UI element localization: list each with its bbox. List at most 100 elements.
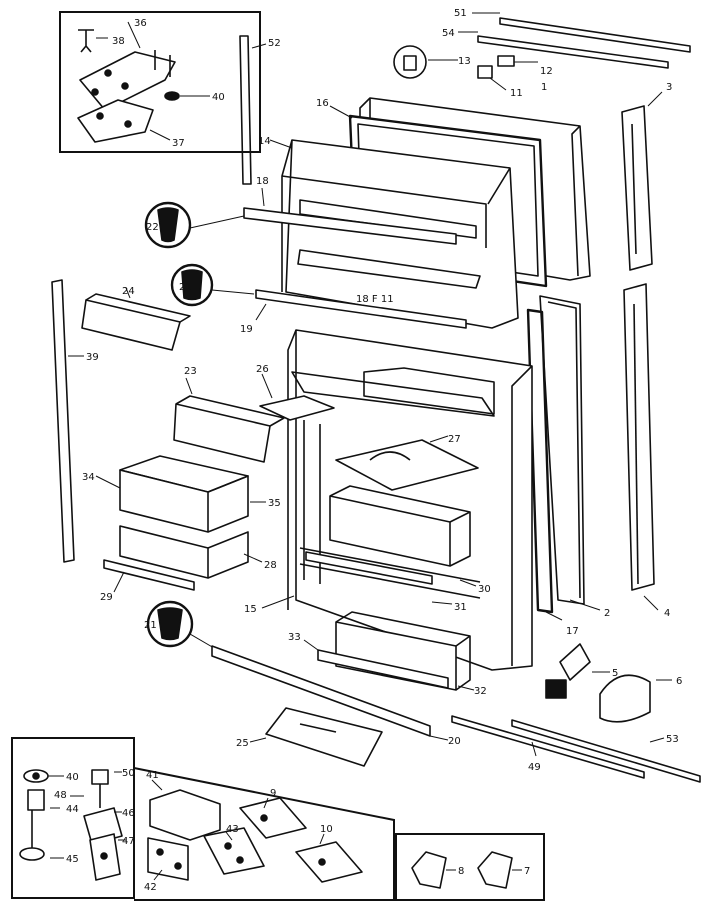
callout-39: 39 (86, 352, 99, 363)
callout-33: 33 (288, 632, 301, 643)
hinge-pin (154, 50, 171, 77)
hinge-plate-41 (149, 789, 221, 841)
callout-26: 26 (256, 364, 269, 375)
hinge-plate-42 (147, 837, 189, 881)
callout-17: 17 (566, 626, 579, 637)
handle-part-5 (545, 643, 610, 699)
gasket-strip-39 (51, 279, 84, 563)
hardware-inset-frame (11, 737, 135, 899)
shim-hole-b (124, 120, 132, 128)
callout-38: 38 (112, 36, 125, 47)
callout-53: 53 (666, 734, 679, 745)
callout-22: 22 (146, 222, 159, 233)
hinge-plate-9 (239, 797, 307, 839)
hinge-plate-10 (295, 841, 363, 883)
freezer-lower-rail (297, 249, 481, 289)
callout-18: 18 (256, 176, 269, 187)
trim-strip-54 (477, 35, 669, 69)
callout-12: 12 (540, 66, 553, 77)
callout-47: 47 (122, 836, 135, 847)
callout-49: 49 (528, 762, 541, 773)
callout-25: 25 (236, 738, 249, 749)
clips-inset (395, 833, 545, 901)
hinge-screw-38 (78, 29, 94, 53)
freezer-shelf-rail (299, 199, 477, 239)
callout-2: 2 (604, 608, 610, 619)
leader-11 (489, 77, 507, 91)
clips-frame (395, 833, 545, 901)
callout-labels: 1 2 3 4 5 6 7 8 9 10 11 12 13 14 15 16 1… (54, 8, 682, 893)
door-bin-30 (329, 485, 477, 587)
callout-41: 41 (146, 770, 159, 781)
callout-29: 29 (100, 592, 113, 603)
dairy-door-24 (81, 287, 191, 351)
callout-42: 42 (144, 882, 157, 893)
callout-45: 45 (66, 854, 79, 865)
callout-16: 16 (316, 98, 329, 109)
hinge-plate-43 (203, 827, 265, 875)
hinge-hole-a (104, 69, 112, 77)
callout-31: 31 (454, 602, 467, 613)
callout-34: 34 (82, 472, 95, 483)
callout-50: 50 (122, 768, 135, 779)
trim-strip-49 (451, 715, 645, 779)
bolt-50 (91, 769, 109, 785)
egg-tray-27 (335, 435, 479, 491)
callout-24: 24 (122, 286, 135, 297)
callout-48: 48 (54, 790, 67, 801)
callout-46: 46 (122, 808, 135, 819)
callout-3: 3 (666, 82, 672, 93)
handle-trim-6 (599, 674, 672, 723)
shelf-bin-34 (95, 455, 249, 533)
knob-13 (403, 55, 417, 71)
egg-tray-handle (369, 451, 411, 461)
callout-9: 9 (270, 788, 276, 799)
callout-36: 36 (134, 18, 147, 29)
dairy-cover-26 (259, 373, 335, 421)
retainer-bar-33 (303, 639, 449, 689)
plug-11 (477, 65, 493, 79)
callout-43: 43 (226, 824, 239, 835)
detail-circle-21b (146, 600, 215, 649)
callout-11: 11 (510, 88, 523, 99)
hinge-cover-3 (621, 91, 663, 271)
callout-6: 6 (676, 676, 682, 687)
callout-23: 23 (184, 366, 197, 377)
callout-32: 32 (474, 686, 487, 697)
callout-7: 7 (524, 866, 530, 877)
retainer-bar-31 (305, 551, 453, 605)
kick-plate-25 (249, 707, 383, 767)
clip-8 (411, 851, 447, 889)
knob-13-circle (393, 45, 427, 79)
door-marking: 18 F 11 (356, 294, 394, 305)
callout-4: 4 (664, 608, 670, 619)
shelf-front-29 (103, 559, 195, 593)
trim-strip-51 (499, 17, 691, 53)
clip-7 (477, 851, 513, 889)
freezer-shelf-bar-18 (243, 187, 457, 245)
washer-45 (19, 847, 45, 861)
callout-19: 19 (240, 324, 253, 335)
fresh-top-shelf (291, 371, 495, 417)
fresh-lower-rail (299, 547, 481, 599)
detail-circle-22 (144, 201, 245, 249)
callout-40b: 40 (66, 772, 79, 783)
callout-8: 8 (458, 866, 464, 877)
trim-strip-53 (511, 719, 701, 783)
shelf-bin-28 (119, 525, 263, 579)
cap-12 (497, 55, 515, 67)
hinge-shim-37 (77, 99, 154, 143)
shim-hole-a (96, 112, 104, 120)
detail-circle-21a (170, 263, 255, 307)
callout-40a: 40 (212, 92, 225, 103)
callout-21b: 21 (144, 620, 157, 631)
hinge-hole-c (91, 88, 99, 96)
spacer-44 (27, 789, 45, 811)
fresh-food-gasket-17 (526, 308, 563, 621)
callout-13: 13 (458, 56, 471, 67)
callout-5: 5 (612, 668, 618, 679)
callout-37: 37 (172, 138, 185, 149)
trim-strips-top (393, 12, 691, 91)
hinge-plate-36 (79, 51, 176, 111)
hinge-washer-40 (164, 91, 180, 101)
